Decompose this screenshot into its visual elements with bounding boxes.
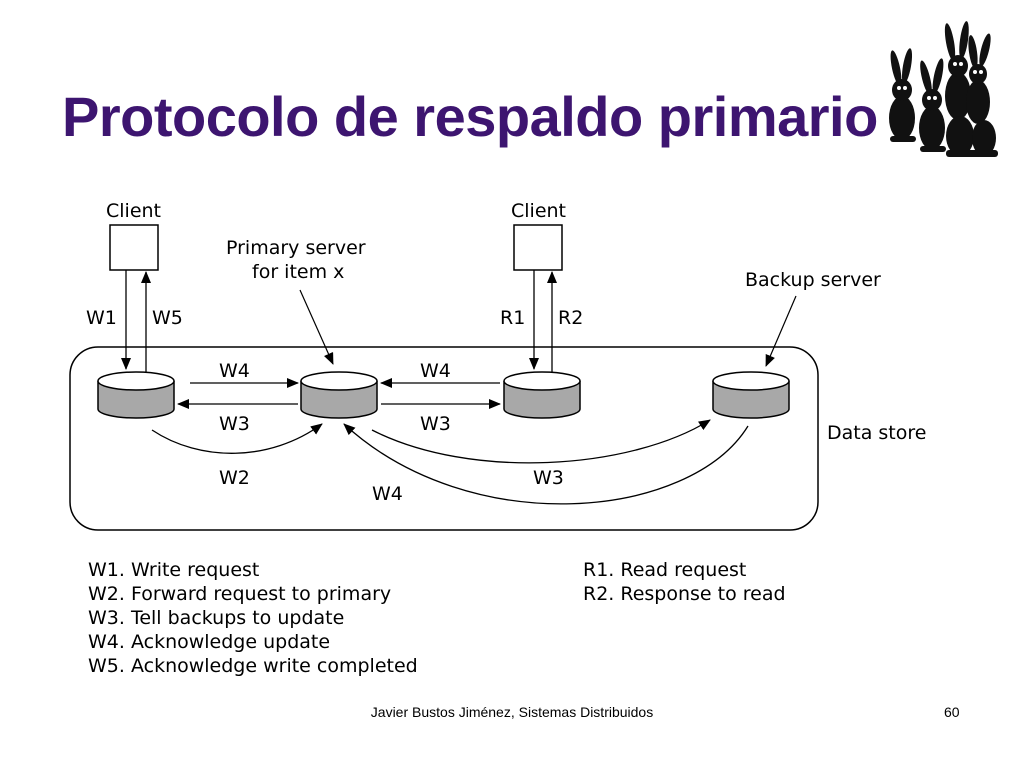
w3-right-label: W3 — [420, 413, 451, 435]
primary-server-label-2: for item x — [252, 261, 344, 283]
client-left-box — [109, 224, 159, 271]
slide-title: Protocolo de respaldo primario — [62, 85, 878, 148]
client-right-box — [513, 224, 563, 271]
server-right-cylinder — [503, 371, 581, 419]
write-steps-legend: W1. Write request W2. Forward request to… — [88, 558, 418, 678]
legend-item: W4. Acknowledge update — [88, 631, 331, 653]
r2-label: R2 — [558, 307, 583, 329]
data-store-label: Data store — [827, 422, 926, 444]
legend-item: R2. Response to read — [583, 583, 786, 605]
rabbits-group-icon — [889, 21, 998, 157]
backup-server-label: Backup server — [745, 269, 881, 291]
legend-item: W2. Forward request to primary — [88, 583, 392, 605]
slide-footer: Javier Bustos Jiménez, Sistemas Distribu… — [370, 704, 654, 720]
w4-left-label: W4 — [219, 360, 250, 382]
data-store-container — [69, 346, 819, 531]
w3-left-label: W3 — [219, 413, 250, 435]
primary-label-pointer — [299, 289, 334, 365]
w5-label: W5 — [152, 307, 183, 329]
w3-curve-label: W3 — [533, 467, 564, 489]
r1-label: R1 — [500, 307, 525, 329]
w2-curve-label: W2 — [219, 467, 250, 489]
w4-curve-label: W4 — [372, 483, 403, 505]
client-left-label: Client — [106, 200, 161, 222]
legend-item: R1. Read request — [583, 559, 747, 581]
legend-item: W1. Write request — [88, 559, 260, 581]
w4-right-label: W4 — [420, 360, 451, 382]
server-left-cylinder — [97, 371, 175, 419]
primary-server-label-1: Primary server — [226, 237, 366, 259]
primary-server-cylinder — [300, 371, 378, 419]
legend-item: W5. Acknowledge write completed — [88, 655, 418, 677]
arrow-w2-curve — [151, 423, 323, 454]
page-number: 60 — [944, 704, 960, 720]
backup-server-cylinder — [712, 371, 790, 419]
arrow-w3-curve — [371, 419, 711, 464]
client-right-label: Client — [511, 200, 566, 222]
arrow-w4-curve — [343, 423, 749, 505]
read-steps-legend: R1. Read request R2. Response to read — [583, 558, 786, 606]
primary-backup-diagram: Client Client Primary server for item x … — [69, 200, 926, 531]
legend-item: W3. Tell backups to update — [88, 607, 345, 629]
backup-label-pointer — [765, 295, 797, 367]
w1-label: W1 — [86, 307, 117, 329]
